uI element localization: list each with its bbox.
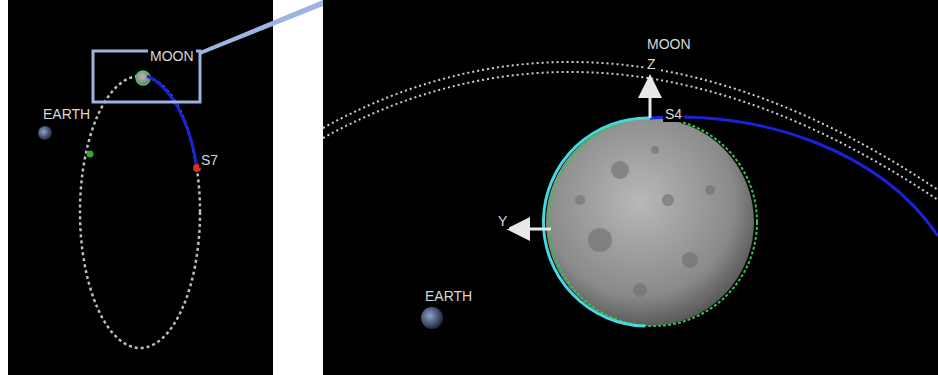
moon-sphere [546, 118, 754, 326]
crater-texture [575, 146, 715, 305]
axis-label: Y [496, 213, 509, 229]
orbit-ellipse [80, 76, 200, 348]
z-axis [649, 80, 652, 118]
y-axis [512, 228, 551, 231]
point-label: S4 [663, 106, 684, 122]
cyan-arc [543, 118, 650, 326]
point-label: S7 [199, 152, 220, 168]
earth-label: EARTH [423, 288, 474, 304]
green-point [87, 151, 94, 158]
orbit-ring [549, 118, 757, 326]
axis-label: Z [645, 56, 658, 72]
transfer-trajectory [650, 117, 938, 236]
transfer-trajectory [147, 76, 197, 168]
moon-label: MOON [148, 48, 196, 64]
zoom-connector [200, 0, 323, 55]
left-panel [8, 0, 273, 375]
moon-label: MOON [645, 36, 693, 52]
earth [421, 307, 443, 329]
earth-small [38, 126, 52, 140]
earth-label: EARTH [41, 106, 92, 122]
right-panel [323, 0, 938, 375]
